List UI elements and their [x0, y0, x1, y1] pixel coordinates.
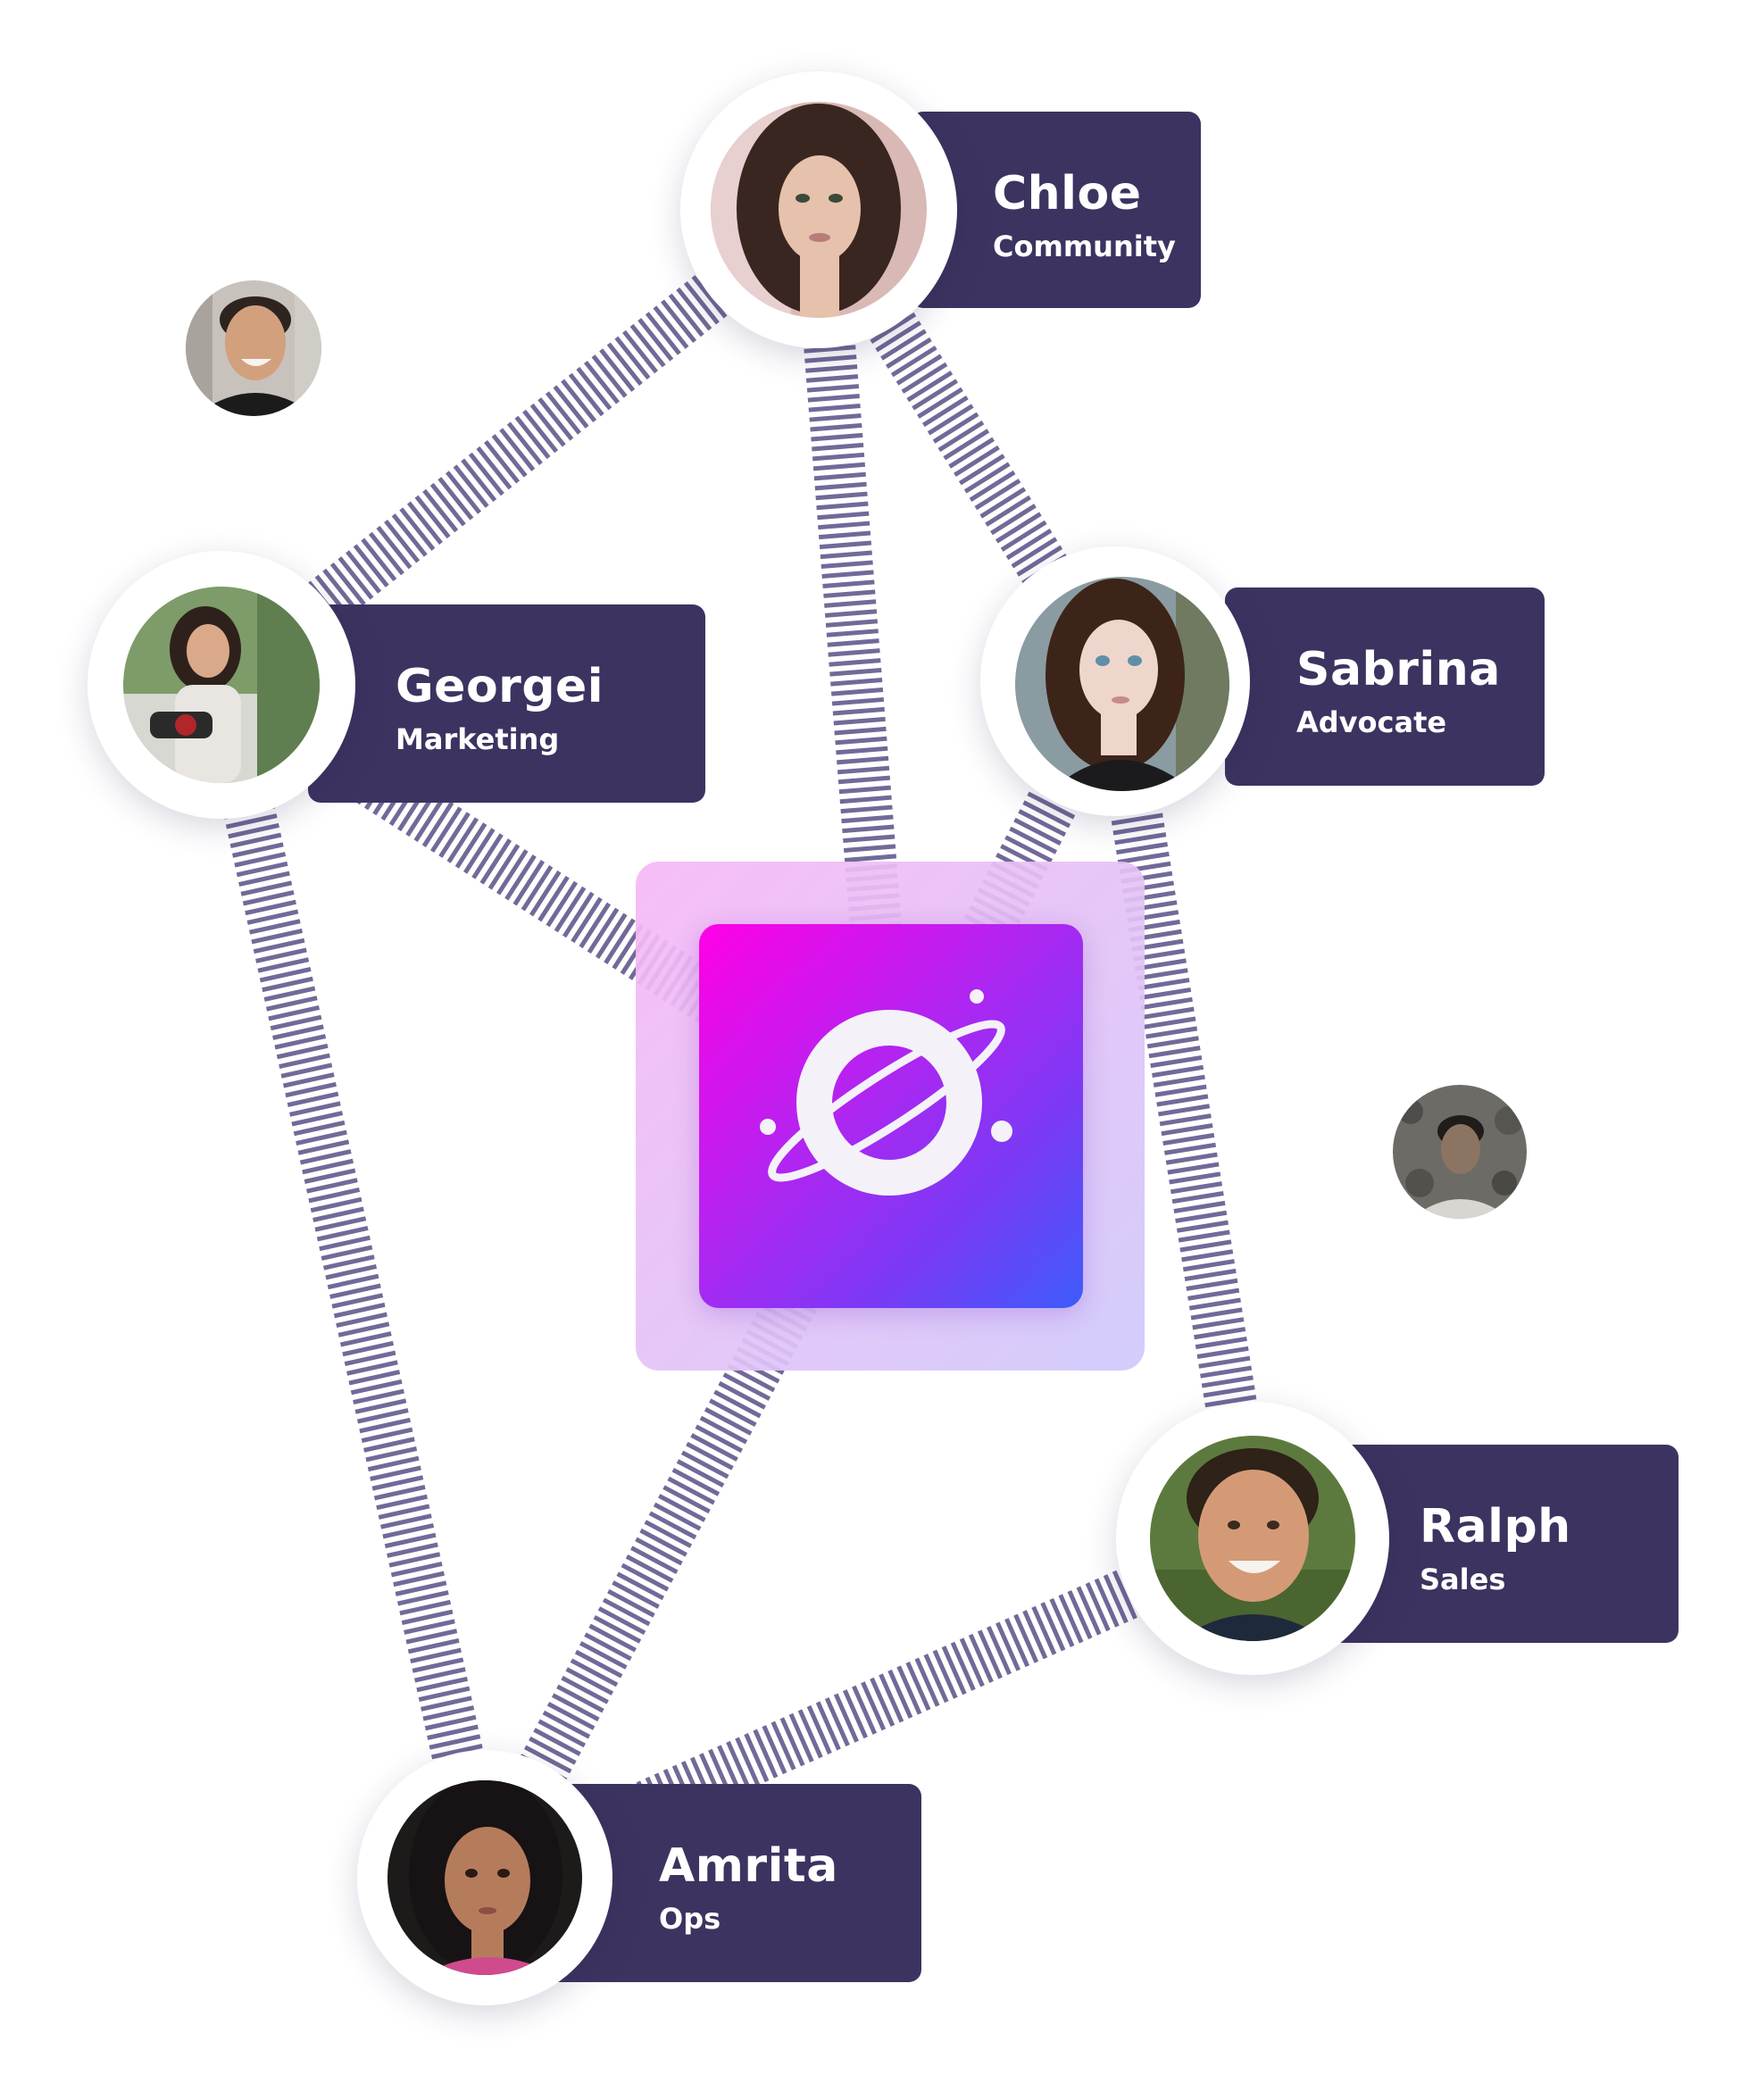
portrait-woman-camera-icon	[123, 587, 320, 783]
person-role: Sales	[1420, 1562, 1506, 1596]
person-card-sabrina[interactable]: Sabrina Advocate	[1225, 588, 1545, 786]
link-georgei-amrita	[196, 679, 511, 1884]
person-name: Amrita	[659, 1839, 838, 1893]
link-sabrina-ralph	[1089, 677, 1279, 1543]
avatar-unlabeled-man-ivy[interactable]	[1393, 1085, 1527, 1219]
avatar-ralph[interactable]	[1150, 1436, 1355, 1641]
avatar-amrita[interactable]	[387, 1780, 582, 1975]
portrait-man-dark-shirt-icon	[186, 280, 321, 416]
person-role: Ops	[659, 1902, 721, 1936]
person-name: Georgei	[396, 660, 604, 713]
portrait-man-smiling-icon	[1150, 1436, 1355, 1641]
avatar-sabrina[interactable]	[1015, 577, 1229, 791]
person-role: Community	[993, 229, 1176, 263]
person-card-chloe[interactable]: Chloe Community	[911, 112, 1201, 308]
portrait-woman-dark-hair-icon	[711, 102, 927, 318]
person-card-georgei[interactable]: Georgei Marketing	[308, 604, 705, 803]
avatar-georgei[interactable]	[123, 587, 320, 783]
person-role: Advocate	[1296, 705, 1447, 739]
portrait-woman-long-hair-icon	[387, 1780, 582, 1975]
person-role: Marketing	[396, 722, 560, 756]
link-hub-amrita	[462, 1104, 914, 1890]
person-name: Sabrina	[1296, 643, 1501, 696]
portrait-man-ivy-background-icon	[1393, 1085, 1527, 1219]
hub-logo-tile	[699, 924, 1083, 1308]
person-name: Chloe	[993, 167, 1142, 221]
planet-logo-icon	[760, 989, 1012, 1196]
portrait-woman-pale-icon	[1015, 577, 1229, 791]
avatar-unlabeled-man-smiling[interactable]	[186, 280, 321, 416]
person-name: Ralph	[1420, 1500, 1571, 1554]
avatar-chloe[interactable]	[711, 102, 927, 318]
